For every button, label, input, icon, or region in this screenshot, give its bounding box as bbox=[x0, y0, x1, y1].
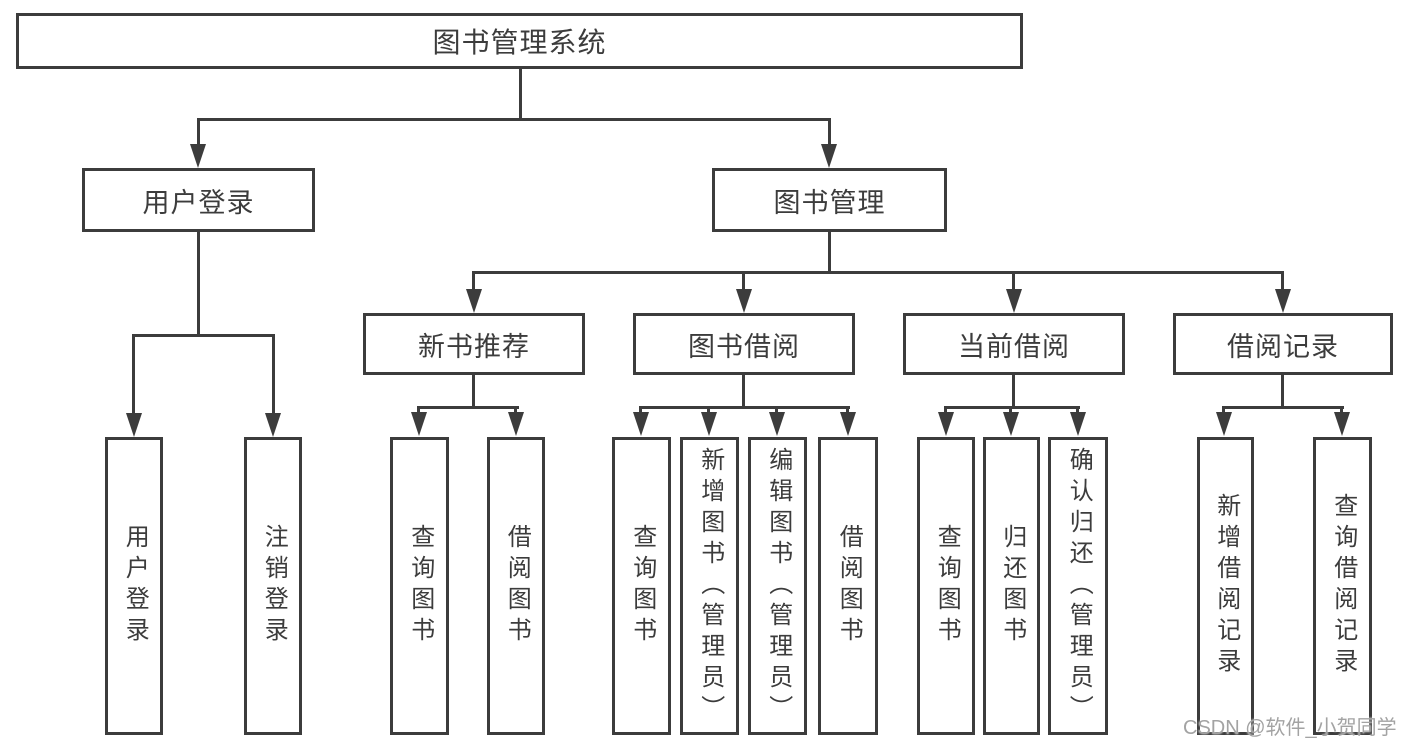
node-library-management-system: 图书管理系统 bbox=[16, 13, 1023, 69]
connector-line bbox=[742, 271, 745, 293]
connector-line bbox=[197, 118, 831, 121]
arrow-down-icon bbox=[1275, 289, 1291, 313]
node-label: 用户登录 bbox=[142, 187, 255, 218]
connector-line bbox=[639, 406, 642, 416]
arrow-down-icon bbox=[411, 412, 427, 436]
connector-line bbox=[472, 373, 475, 409]
arrow-down-icon bbox=[265, 413, 281, 437]
connector-line bbox=[828, 118, 831, 150]
node-label: 查询图书 bbox=[406, 524, 434, 648]
connector-line bbox=[742, 373, 745, 409]
leaf-add-borrow-record: 新增借阅记录 bbox=[1197, 437, 1254, 735]
arrow-down-icon bbox=[1070, 412, 1086, 436]
node-label: 注销登录 bbox=[260, 524, 288, 648]
arrow-down-icon bbox=[126, 413, 142, 437]
leaf-confirm-return-admin: 确认归还（管理员） bbox=[1048, 437, 1108, 735]
node-user-login: 用户登录 bbox=[82, 168, 315, 232]
connector-line bbox=[828, 230, 831, 274]
connector-line bbox=[846, 406, 849, 416]
node-label: 新增借阅记录 bbox=[1212, 493, 1240, 679]
node-label: 借阅记录 bbox=[1227, 331, 1339, 362]
connector-line bbox=[1012, 373, 1015, 409]
arrow-down-icon bbox=[190, 144, 206, 168]
connector-line bbox=[944, 406, 947, 416]
connector-line bbox=[707, 406, 710, 416]
node-label: 图书借阅 bbox=[688, 331, 800, 362]
node-label: 新书推荐 bbox=[418, 331, 530, 362]
leaf-add-books-admin: 新增图书（管理员） bbox=[680, 437, 739, 735]
node-label: 用户登录 bbox=[121, 524, 149, 648]
node-label: 图书管理 bbox=[773, 187, 886, 218]
arrow-down-icon bbox=[1216, 412, 1232, 436]
arrow-down-icon bbox=[769, 412, 785, 436]
node-label: 借阅图书 bbox=[503, 524, 531, 648]
leaf-query-books-current: 查询图书 bbox=[917, 437, 975, 735]
leaf-borrow-books-recommend: 借阅图书 bbox=[487, 437, 545, 735]
leaf-logout-login: 注销登录 bbox=[244, 437, 302, 735]
arrow-down-icon bbox=[840, 412, 856, 436]
connector-line bbox=[1222, 406, 1344, 409]
connector-line bbox=[1281, 271, 1284, 293]
node-label: 归还图书 bbox=[998, 524, 1026, 648]
node-label: 借阅图书 bbox=[835, 524, 863, 648]
leaf-query-books-borrowing: 查询图书 bbox=[612, 437, 671, 735]
connector-line bbox=[197, 230, 200, 337]
connector-line bbox=[1281, 373, 1284, 409]
arrow-down-icon bbox=[633, 412, 649, 436]
connector-line bbox=[197, 118, 200, 150]
leaf-query-borrow-record: 查询借阅记录 bbox=[1313, 437, 1372, 735]
connector-line bbox=[1012, 271, 1015, 293]
arrow-down-icon bbox=[938, 412, 954, 436]
node-book-borrowing: 图书借阅 bbox=[633, 313, 855, 375]
node-label: 查询图书 bbox=[628, 524, 656, 648]
arrow-down-icon bbox=[508, 412, 524, 436]
arrow-down-icon bbox=[466, 289, 482, 313]
connector-line bbox=[272, 334, 275, 418]
leaf-edit-books-admin: 编辑图书（管理员） bbox=[748, 437, 807, 735]
leaf-borrow-books-borrowing: 借阅图书 bbox=[818, 437, 878, 735]
leaf-return-books: 归还图书 bbox=[983, 437, 1040, 735]
connector-line bbox=[775, 406, 778, 416]
connector-line bbox=[472, 271, 475, 293]
connector-line bbox=[1009, 406, 1012, 416]
arrow-down-icon bbox=[1003, 412, 1019, 436]
connector-line bbox=[132, 334, 135, 418]
arrow-down-icon bbox=[736, 289, 752, 313]
arrow-down-icon bbox=[1006, 289, 1022, 313]
node-label: 查询图书 bbox=[933, 524, 961, 648]
node-label: 新增图书（管理员） bbox=[696, 446, 724, 726]
node-label: 图书管理系统 bbox=[432, 27, 607, 58]
node-label: 查询借阅记录 bbox=[1329, 493, 1357, 679]
connector-line bbox=[944, 406, 1080, 409]
node-label: 编辑图书（管理员） bbox=[764, 446, 792, 726]
connector-line bbox=[519, 67, 522, 121]
arrow-down-icon bbox=[701, 412, 717, 436]
node-new-book-recommend: 新书推荐 bbox=[363, 313, 585, 375]
csdn-watermark: CSDN @软件_小贺同学 bbox=[1183, 717, 1397, 739]
connector-line bbox=[132, 334, 275, 337]
connector-line bbox=[1076, 406, 1079, 416]
connector-line bbox=[417, 406, 420, 416]
node-current-borrowing: 当前借阅 bbox=[903, 313, 1125, 375]
connector-line bbox=[472, 271, 1284, 274]
connector-line bbox=[1340, 406, 1343, 416]
connector-line bbox=[639, 406, 850, 409]
leaf-query-books-recommend: 查询图书 bbox=[390, 437, 449, 735]
arrow-down-icon bbox=[821, 144, 837, 168]
arrow-down-icon bbox=[1334, 412, 1350, 436]
leaf-user-login: 用户登录 bbox=[105, 437, 163, 735]
node-label: 当前借阅 bbox=[958, 331, 1070, 362]
connector-line bbox=[417, 406, 519, 409]
connector-line bbox=[514, 406, 517, 416]
node-book-management: 图书管理 bbox=[712, 168, 947, 232]
node-borrowing-records: 借阅记录 bbox=[1173, 313, 1393, 375]
node-label: 确认归还（管理员） bbox=[1065, 446, 1093, 726]
connector-line bbox=[1222, 406, 1225, 416]
